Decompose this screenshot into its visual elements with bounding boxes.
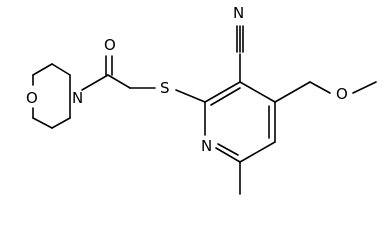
bond-o-ch3 — [352, 81, 377, 94]
bond-c6-n1-inner — [217, 143, 239, 156]
atom-label-ether-o: O — [336, 85, 348, 103]
bond-morph-4 — [51, 117, 71, 129]
bond-morph-5 — [32, 117, 53, 129]
bond-n-carbonyl — [81, 74, 109, 91]
bond-ch2-o — [309, 81, 331, 94]
atom-label-nitrile-n: N — [233, 4, 244, 22]
molecule-diagram: N O N O S N O — [26, 4, 377, 195]
bond-morph-1 — [32, 63, 53, 76]
bond-c5-c6 — [239, 141, 276, 163]
atom-label-morpholine-o: O — [26, 89, 38, 107]
atom-label-pyridine-n: N — [201, 137, 212, 155]
atom-label-ketone-o: O — [104, 36, 116, 54]
bond-c2-c3 — [204, 81, 241, 103]
bond-c6-n1 — [215, 147, 241, 163]
bond-morph-2 — [51, 63, 71, 76]
bond-c2-c3-inner — [210, 87, 241, 106]
structure-canvas: N O N O S N O — [26, 4, 377, 195]
atom-label-thioether-s: S — [160, 79, 170, 97]
bond-carbonyl-ch2 — [107, 74, 131, 89]
bond-c4-ch2 — [274, 81, 311, 103]
bond-c3-c4 — [239, 81, 276, 103]
bond-s-c2 — [175, 89, 206, 103]
atom-label-morpholine-n: N — [72, 89, 83, 107]
